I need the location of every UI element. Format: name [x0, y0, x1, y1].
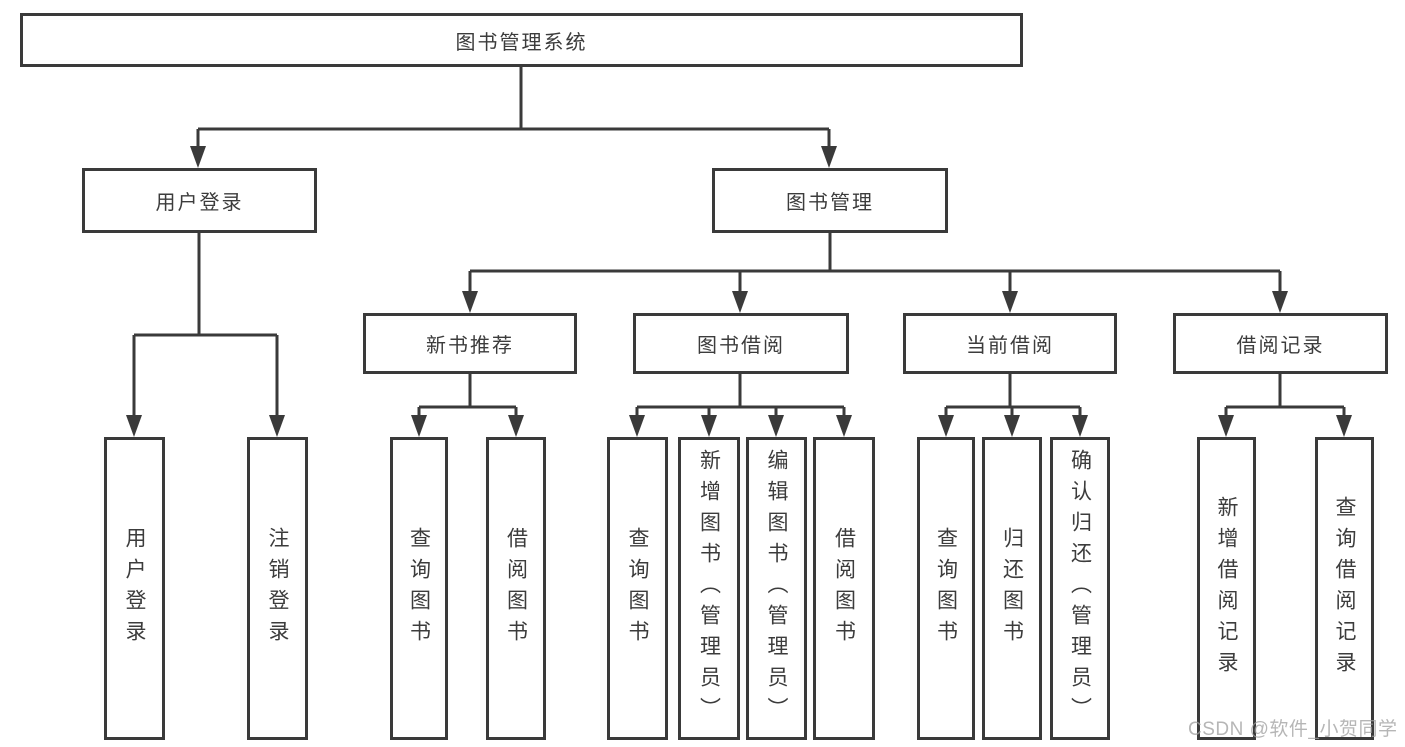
leaf-confirm-return-admin: 确认归还（管理员） [1050, 437, 1110, 740]
leaf-borrow-book-1: 借阅图书 [486, 437, 546, 740]
leaf-query-book-3: 查询图书 [917, 437, 975, 740]
leaf-label: 查询借阅记录 [1333, 495, 1356, 682]
node-new-book-recommend: 新书推荐 [363, 313, 577, 374]
leaf-query-borrow-record: 查询借阅记录 [1315, 437, 1374, 740]
leaf-return-book: 归还图书 [982, 437, 1042, 740]
leaf-add-book-admin: 新增图书（管理员） [678, 437, 740, 740]
leaf-query-book-1: 查询图书 [390, 437, 448, 740]
node-library-management-system: 图书管理系统 [20, 13, 1023, 67]
node-borrow-record: 借阅记录 [1173, 313, 1388, 374]
leaf-label: 查询图书 [934, 526, 958, 651]
leaf-label: 查询图书 [407, 526, 431, 651]
leaf-label: 用户登录 [123, 526, 146, 651]
leaf-logout: 注销登录 [247, 437, 308, 740]
leaf-label: 归还图书 [1000, 526, 1024, 651]
leaf-label: 编辑图书（管理员） [765, 449, 788, 728]
leaf-label: 借阅图书 [832, 526, 856, 651]
csdn-watermark: CSDN @软件_小贺同学 [1188, 719, 1398, 740]
leaf-label: 新增图书（管理员） [697, 449, 721, 728]
leaf-label: 借阅图书 [504, 526, 528, 651]
leaf-label: 新增借阅记录 [1215, 495, 1238, 682]
leaf-borrow-book-2: 借阅图书 [813, 437, 875, 740]
leaf-user-login: 用户登录 [104, 437, 165, 740]
node-book-borrow: 图书借阅 [633, 313, 849, 374]
node-user-login: 用户登录 [82, 168, 317, 233]
leaf-label: 查询图书 [626, 526, 649, 651]
leaf-label: 注销登录 [266, 526, 289, 651]
leaf-label: 确认归还（管理员） [1068, 449, 1092, 728]
node-current-borrow: 当前借阅 [903, 313, 1117, 374]
leaf-add-borrow-record: 新增借阅记录 [1197, 437, 1256, 740]
leaf-query-book-2: 查询图书 [607, 437, 668, 740]
node-book-management: 图书管理 [712, 168, 948, 233]
leaf-edit-book-admin: 编辑图书（管理员） [746, 437, 807, 740]
